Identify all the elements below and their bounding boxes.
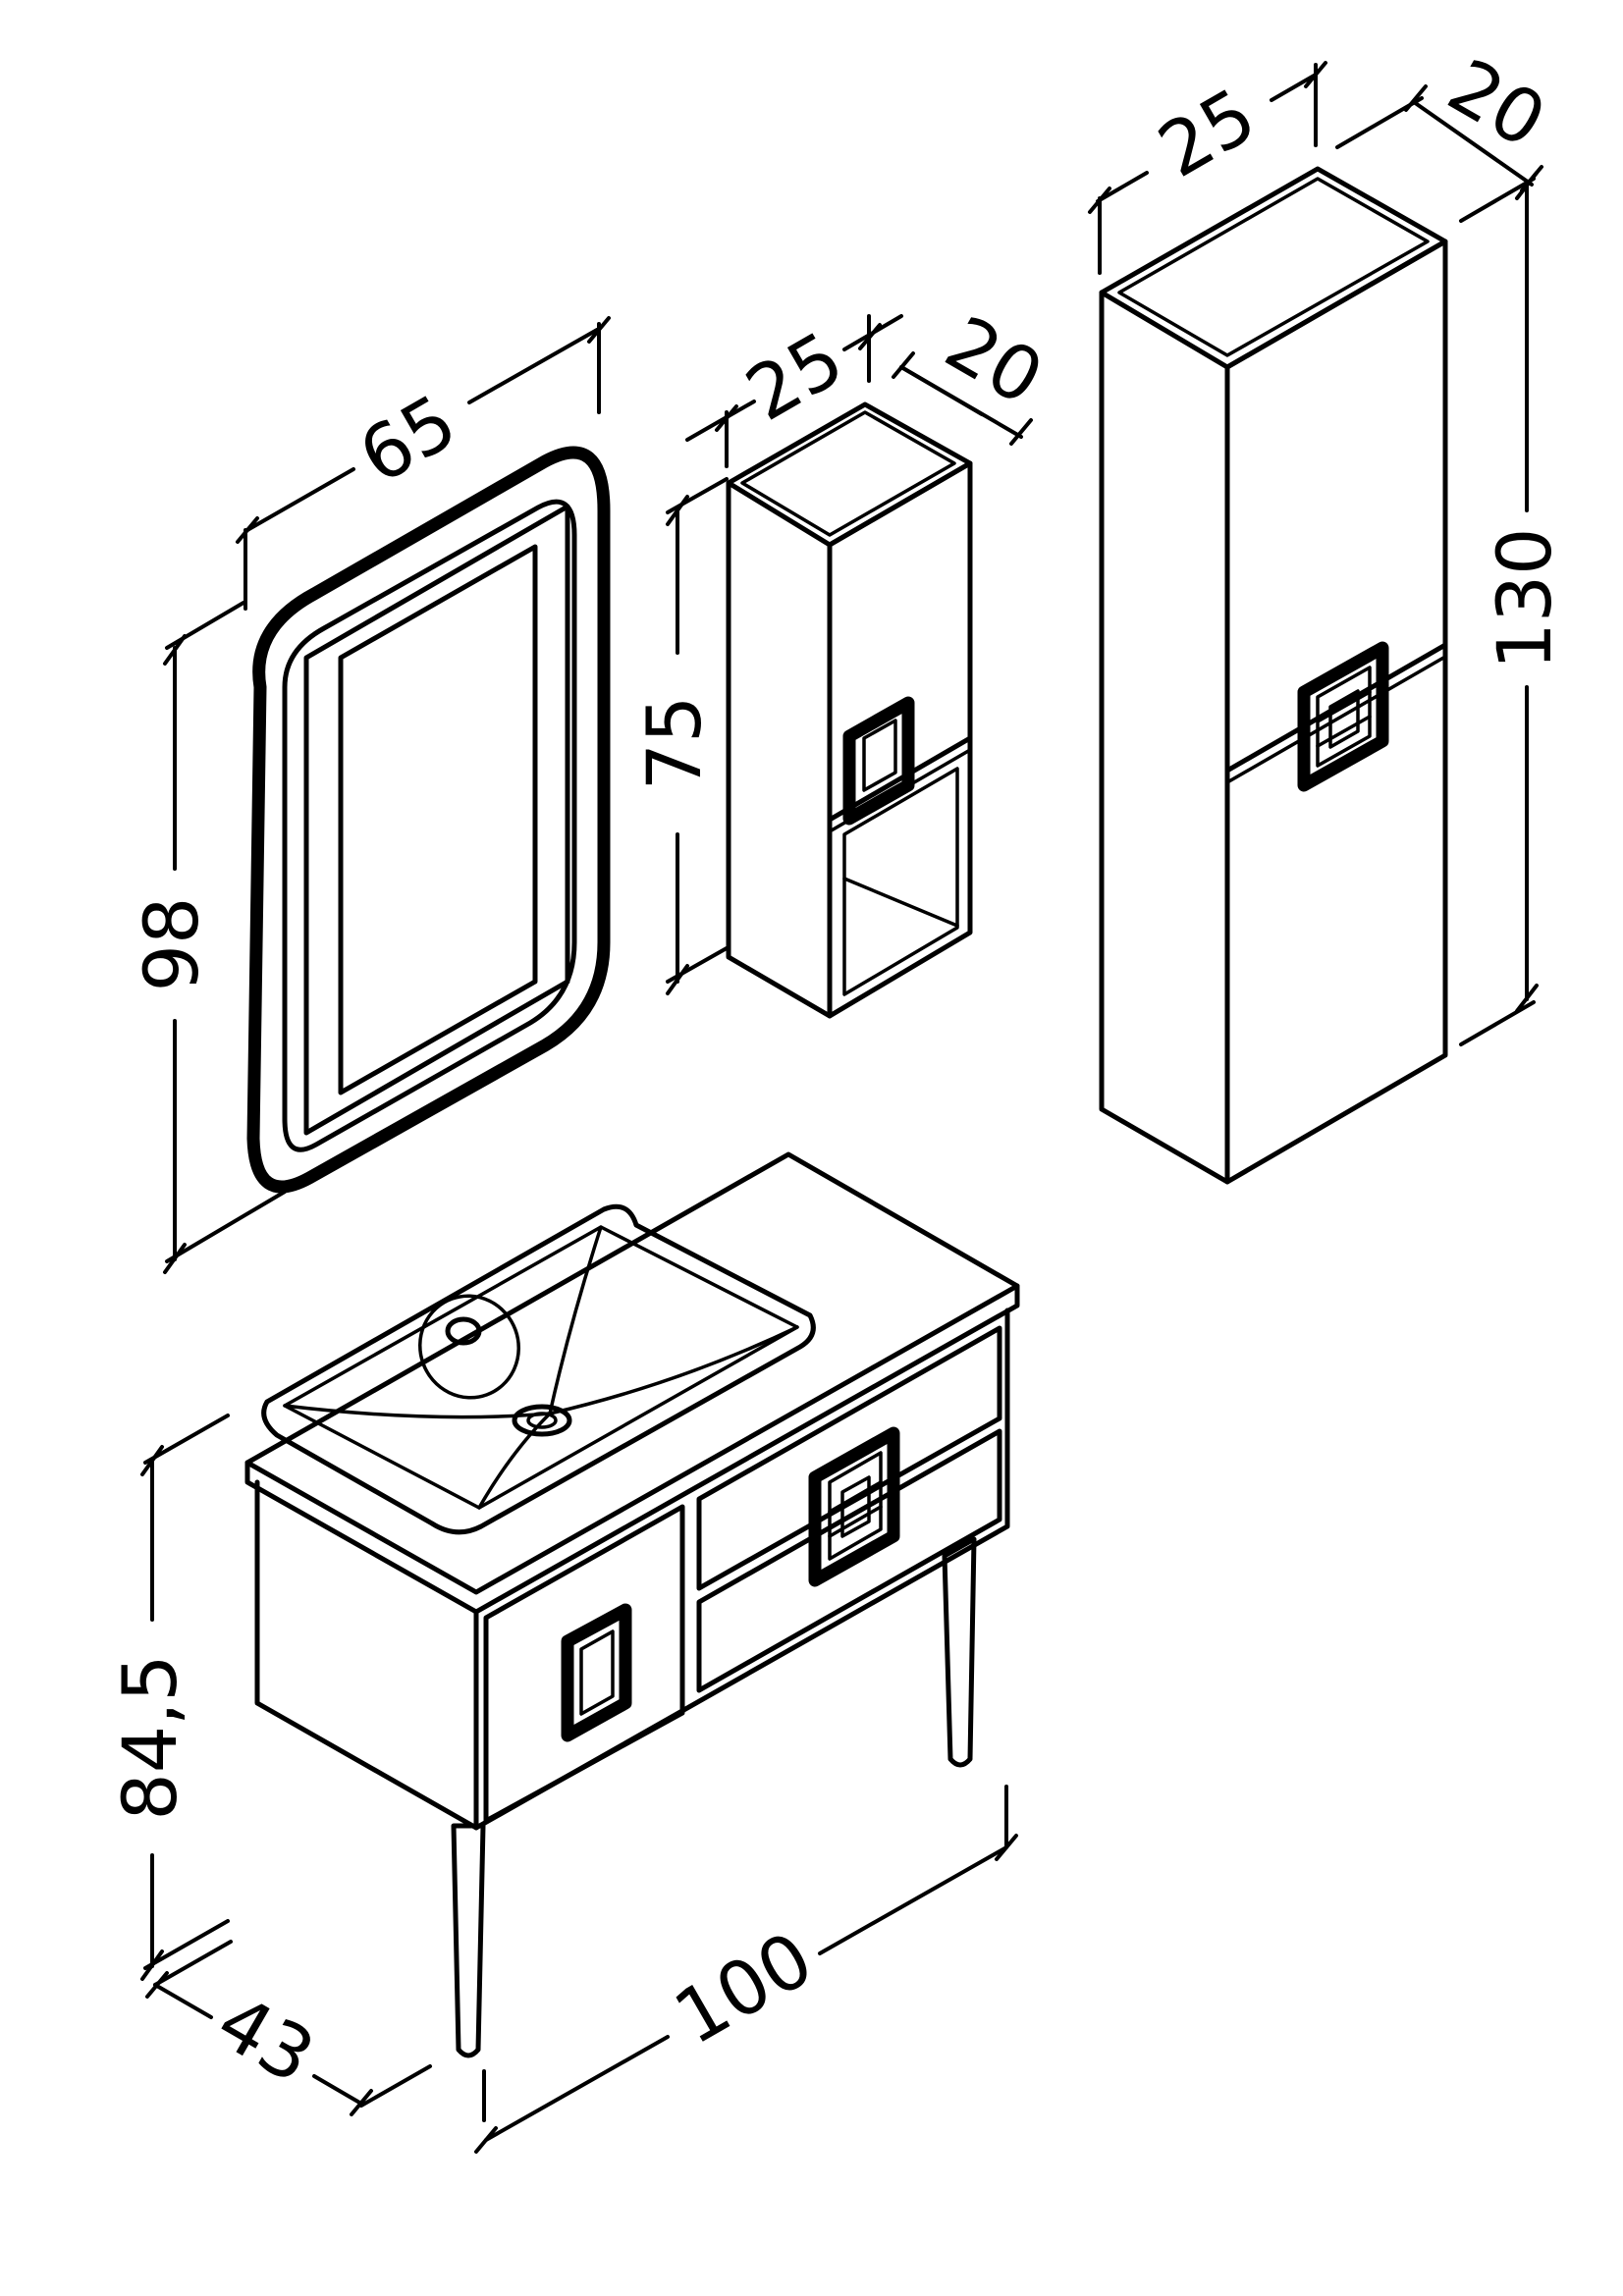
wall-cabinet-handle — [842, 696, 915, 826]
tall-cabinet-height-dimension: 130 — [1459, 171, 1568, 1046]
tall-cabinet-handle — [1297, 641, 1389, 792]
mirror-glass — [338, 544, 538, 1095]
mirror-height-dimension: 98 — [128, 601, 287, 1274]
vanity-basin — [261, 1203, 816, 1535]
vanity-height-dimension: 84,5 — [106, 1414, 230, 1981]
wall-cabinet-depth-label: 20 — [932, 299, 1057, 422]
tall-cabinet — [1099, 166, 1448, 1185]
wall-cabinet-depth-dimension: 20 — [892, 299, 1057, 446]
vanity-front-leg — [451, 1823, 486, 2058]
tall-cabinet-height-label: 130 — [1481, 527, 1568, 669]
vanity-height-label: 84,5 — [106, 1654, 193, 1820]
mirror — [246, 446, 611, 1194]
vanity-width-label: 100 — [660, 1914, 827, 2061]
vanity-back-leg — [942, 1536, 977, 1768]
wall-cabinet — [726, 401, 973, 1019]
mirror-led-band — [303, 504, 570, 1136]
vanity — [244, 1151, 1020, 2058]
mirror-height-label: 98 — [128, 897, 215, 992]
mirror-width-label: 65 — [345, 378, 470, 501]
vanity-depth-dimension: 43 — [145, 1940, 432, 2116]
vanity-depth-label: 43 — [203, 1978, 329, 2101]
wall-cabinet-height-label: 75 — [630, 696, 718, 791]
tall-cabinet-width-label: 25 — [1144, 72, 1270, 194]
vanity-door-handle — [561, 1603, 632, 1742]
tall-cabinet-depth-dimension: 20 — [1335, 42, 1560, 192]
mirror-inner-frame — [282, 499, 577, 1152]
wall-cabinet-height-dimension: 75 — [630, 477, 729, 995]
vanity-drawer-handle — [808, 1426, 900, 1587]
vanity-width-dimension: 100 — [474, 1785, 1018, 2154]
tall-cabinet-depth-label: 20 — [1434, 42, 1560, 165]
mirror-outer-frame — [246, 446, 611, 1194]
